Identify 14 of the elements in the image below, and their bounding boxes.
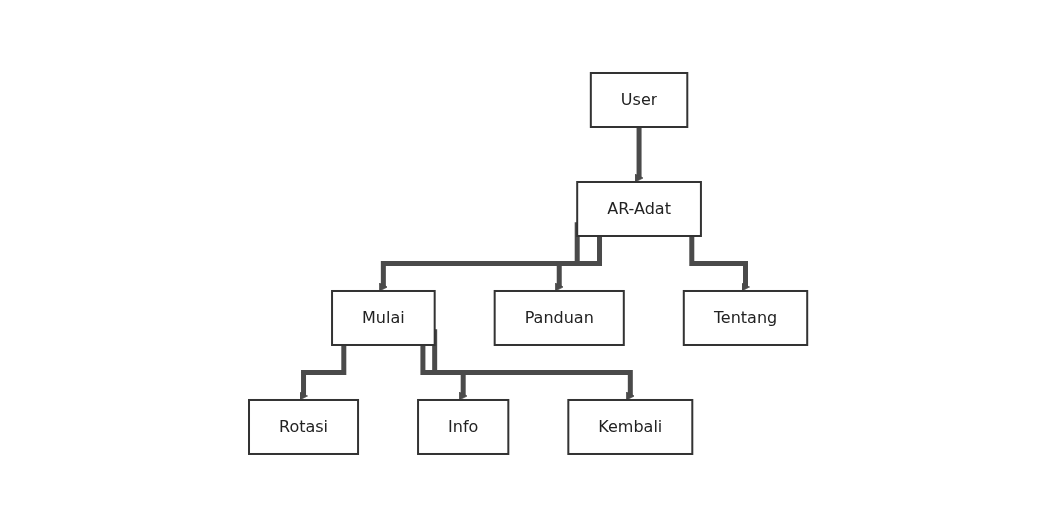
node-box: Tentang — [683, 290, 809, 346]
arrow — [420, 345, 468, 401]
node-box: Panduan — [494, 290, 626, 346]
node-box: User — [590, 72, 689, 128]
arrow — [555, 236, 603, 292]
node-box: Info — [417, 399, 510, 455]
arrow — [635, 127, 644, 183]
node-box: Rotasi — [248, 399, 360, 455]
node-box: Mulai — [331, 290, 437, 346]
node-box: AR-Adat — [576, 181, 703, 237]
arrow — [299, 345, 347, 401]
node-box: Kembali — [567, 399, 694, 455]
arrow — [689, 236, 751, 292]
arrow — [379, 222, 581, 292]
